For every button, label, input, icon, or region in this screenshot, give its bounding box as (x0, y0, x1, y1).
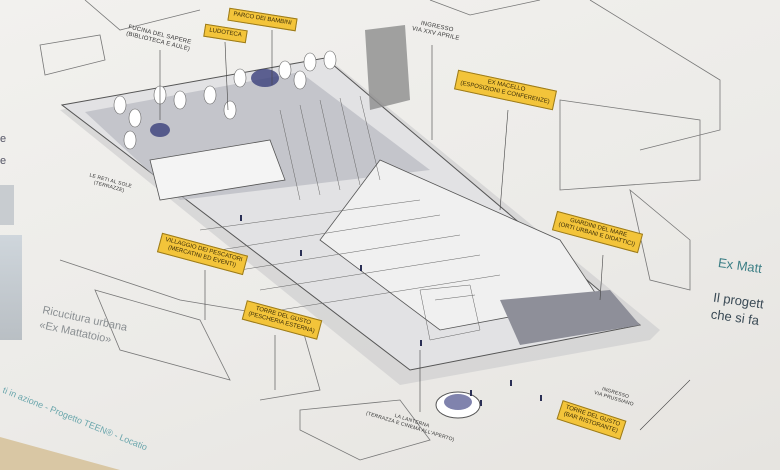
building-outline (299, 399, 431, 461)
building-outline (589, 0, 721, 151)
tower (365, 25, 410, 110)
building-outline (84, 0, 201, 31)
left-cut-text: e e (0, 128, 6, 172)
people (240, 215, 542, 406)
building-outline (39, 34, 106, 76)
left-thumbnail (0, 235, 22, 340)
building-outline (94, 289, 231, 381)
panel-body: Il progett che si fa (710, 289, 765, 330)
giardini-area (500, 290, 640, 345)
fucina-building (149, 139, 286, 201)
left-cut-line: e (0, 133, 7, 145)
left-thumbnail (0, 185, 14, 225)
left-cut-line: e (0, 155, 7, 167)
building-outline (559, 99, 701, 191)
building-outline (429, 0, 541, 16)
building-outline (629, 188, 691, 291)
leader-lines (159, 30, 691, 431)
